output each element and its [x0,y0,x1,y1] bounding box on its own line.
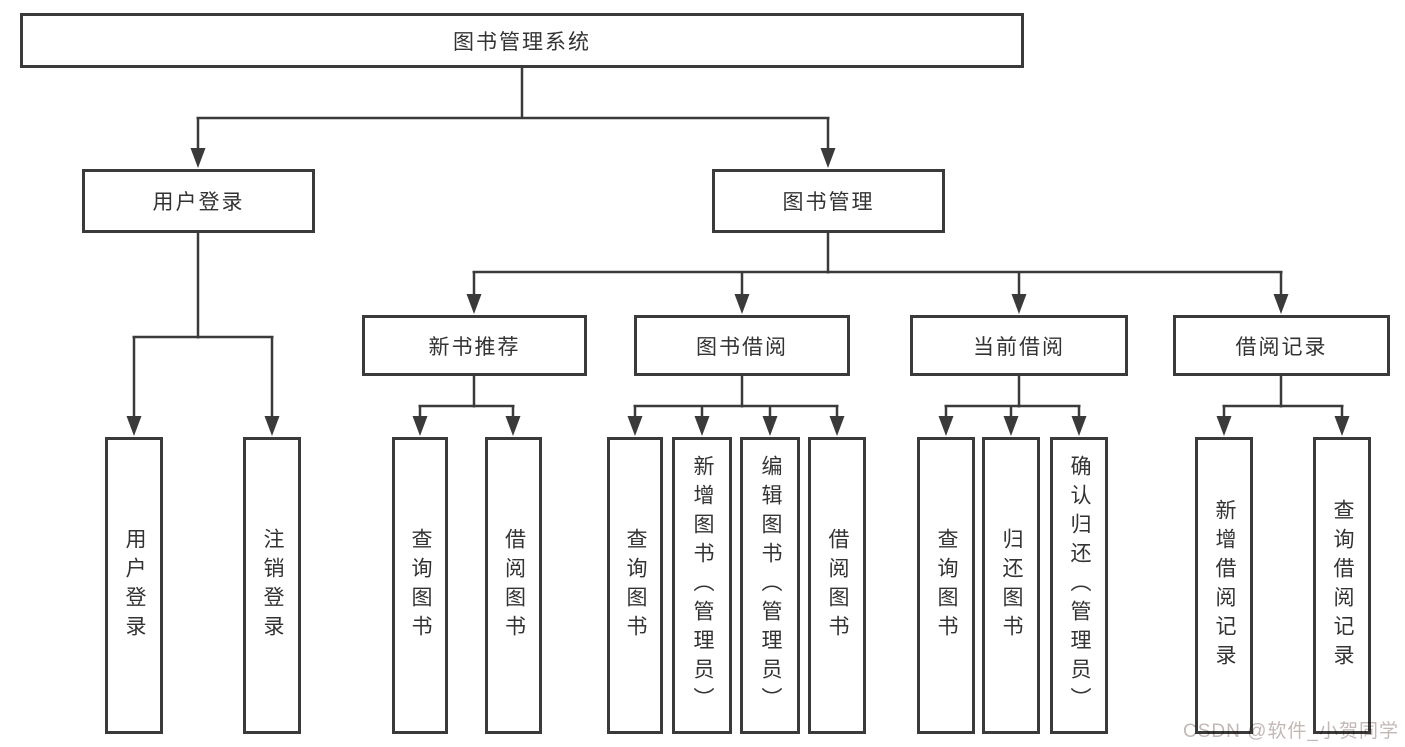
leaf-cb-return-books: 归还图书 [982,437,1040,734]
leaf-cb-confirm-return-admin: 确认归还（管理员） [1050,437,1108,734]
leaf-nb-borrow-books: 借阅图书 [485,437,542,734]
node-book-management: 图书管理 [712,169,945,233]
node-current-borrowing: 当前借阅 [910,315,1128,376]
leaf-br-search-borrow-record: 查询借阅记录 [1313,437,1371,734]
leaf-cb-search-books: 查询图书 [917,437,975,734]
node-user-login: 用户登录 [82,169,315,233]
leaf-bb-borrow-books: 借阅图书 [808,437,866,734]
node-borrowing-records: 借阅记录 [1173,315,1390,376]
leaf-nb-search-books: 查询图书 [392,437,448,734]
node-new-book-recommendation: 新书推荐 [362,315,587,376]
watermark: CSDN @软件_小贺同学 [1183,721,1399,742]
leaf-bb-edit-books-admin: 编辑图书（管理员） [740,437,800,734]
leaf-bb-search-books: 查询图书 [607,437,663,734]
arrowheads [126,148,1350,436]
leaf-logout: 注销登录 [243,437,301,734]
leaf-br-add-borrow-record: 新增借阅记录 [1195,437,1253,734]
leaf-user-login: 用户登录 [105,437,163,734]
node-library-management-system: 图书管理系统 [20,13,1024,68]
leaf-bb-add-books-admin: 新增图书（管理员） [672,437,732,734]
node-book-borrowing: 图书借阅 [634,315,850,376]
